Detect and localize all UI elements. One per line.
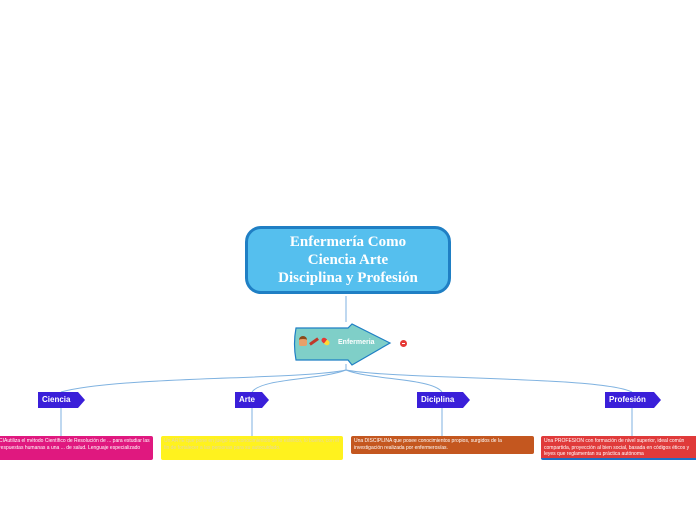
arte-description[interactable]: Un ARTE que pone en juego sus conocimien…: [161, 436, 343, 460]
nurse-icon: [299, 336, 307, 346]
diciplina-description[interactable]: Una DISCIPLINA que posee conocimientos p…: [351, 436, 534, 454]
branch-profesion[interactable]: Profesión: [605, 392, 661, 408]
branch-arte[interactable]: Arte: [235, 392, 269, 408]
main-node-label: Enfermeria: [338, 339, 375, 346]
central-topic[interactable]: Enfermería Como Ciencia Arte Disciplina …: [245, 226, 451, 294]
main-node-arrow[interactable]: [292, 322, 400, 368]
pill-icon: [320, 336, 331, 346]
ciencia-description[interactable]: CIAutiliza el método Científico de Resol…: [0, 436, 153, 460]
node-icons: [299, 336, 331, 346]
central-topic-label: Enfermería Como Ciencia Arte Disciplina …: [278, 234, 418, 286]
branch-diciplina[interactable]: Diciplina: [417, 392, 470, 408]
branch-ciencia[interactable]: Ciencia: [38, 392, 85, 408]
syringe-icon: [309, 336, 319, 346]
collapse-badge-icon[interactable]: [400, 340, 407, 347]
profesion-description[interactable]: Una PROFESION con formación de nivel sup…: [541, 436, 696, 460]
